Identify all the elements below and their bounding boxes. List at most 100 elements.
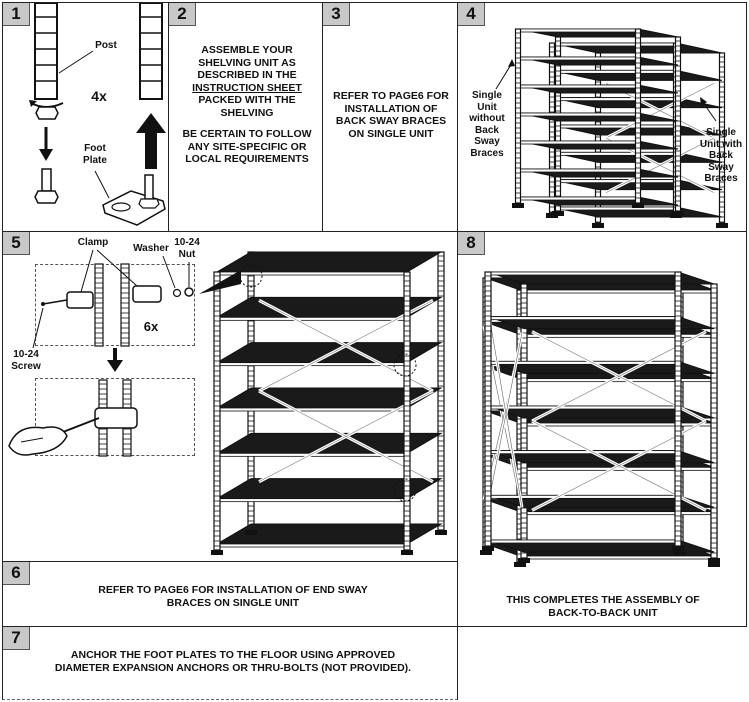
step-5-number: 5: [3, 232, 30, 255]
brace-edge: [605, 83, 715, 139]
shelf-front-lip: [216, 271, 408, 276]
foot-plate: [632, 203, 644, 208]
shelf-front-lip: [517, 84, 639, 89]
hand-icon: [8, 426, 68, 456]
clamp-location-callout: [239, 264, 263, 288]
step-8-instructions: THIS COMPLETES THE ASSEMBLY OF BACK-TO-B…: [462, 594, 744, 619]
label-pointer: [96, 249, 138, 287]
step-3-number: 3: [323, 3, 350, 26]
shelf-front-lip: [487, 494, 679, 499]
s2-line1: ASSEMBLE YOUR: [201, 44, 293, 56]
foot-plate-label: Foot Plate: [83, 143, 107, 166]
clamp-quantity-label: 6x: [143, 319, 159, 334]
shelf-front-lip: [519, 333, 715, 338]
shelf-front-lip: [517, 140, 639, 145]
s7-line1: ANCHOR THE FOOT PLATES TO THE FLOOR USIN…: [70, 649, 396, 661]
step-3-instructions: REFER TO PAGE6 FOR INSTALLATION OF BACK …: [325, 90, 457, 140]
shelf-post: [634, 28, 642, 204]
shelf-front-lip: [519, 555, 715, 560]
quantity-label: 4x: [91, 88, 107, 104]
step-8-panel: 8 THIS COMPLETES THE ASSEMBLY OF BACK-TO…: [457, 231, 747, 627]
clamp-left: [66, 291, 94, 309]
shelf-front-lip: [517, 112, 639, 117]
shelf-post: [120, 263, 130, 347]
pointer-arrowhead: [508, 59, 515, 67]
screwdriver-shaft: [62, 417, 100, 433]
detail-callout-pointer: [199, 270, 241, 294]
foot-plate: [401, 550, 413, 555]
shelf-post: [484, 271, 492, 547]
label-pointer: [495, 62, 513, 90]
s3-line4: ON SINGLE UNIT: [348, 127, 434, 140]
nut-label: 10-24 Nut: [174, 237, 200, 260]
shelf-front-lip: [551, 124, 677, 129]
screw-tighten-detail-box: [35, 378, 195, 456]
brace-edge: [605, 137, 715, 193]
pointer-arrowhead: [700, 97, 707, 106]
brace-edge: [489, 332, 523, 496]
foot-plate: [245, 530, 257, 535]
shelf-front-lip: [517, 196, 639, 201]
shelf-deck: [215, 251, 443, 273]
s3-line2: INSTALLATION OF: [344, 102, 438, 115]
clamp-right: [132, 285, 162, 303]
s3-line1: REFER TO PAGE6 FOR: [333, 90, 449, 102]
s2-line6: SHELVING: [220, 106, 274, 119]
foot-plate: [716, 223, 728, 228]
label-pointer: [162, 255, 176, 289]
shelf-front-lip: [551, 179, 677, 184]
s2-line9: LOCAL REQUIREMENTS: [185, 153, 309, 165]
shelf-front-lip: [216, 316, 408, 321]
shelf-front-lip: [216, 543, 408, 548]
s6-line1: REFER TO PAGE6 FOR INSTALLATION OF END S…: [98, 584, 368, 596]
shelf-front-lip: [551, 97, 677, 102]
step-7-number: 7: [3, 627, 30, 650]
foot-plate: [435, 530, 447, 535]
shelf-post: [94, 263, 104, 347]
clamp-location-callout: [393, 478, 417, 502]
completed-back-to-back-unit-illustration: [480, 271, 720, 567]
step-7-instructions: ANCHOR THE FOOT PLATES TO THE FLOOR USIN…: [11, 649, 455, 674]
shelf-post: [674, 271, 682, 547]
step-6-number: 6: [3, 562, 30, 585]
label-pointer: [80, 249, 94, 293]
foot-plate: [480, 550, 492, 555]
nut: [184, 287, 194, 297]
shelf-front-lip: [519, 289, 715, 294]
foot-plate: [708, 562, 720, 567]
s2-line5: PACKED WITH THE: [198, 94, 296, 106]
shelf-front-lip: [551, 151, 677, 156]
down-arrow-head: [107, 360, 123, 372]
s6-line2: BRACES ON SINGLE UNIT: [166, 596, 300, 609]
clamp-detail-box: [35, 264, 195, 346]
single-unit-with-braces-label: Single Unit with Back Sway Braces: [699, 127, 743, 184]
step-2-instructions: ASSEMBLE YOUR SHELVING UNIT AS DESCRIBED…: [177, 44, 317, 166]
shelf-front-lip: [551, 69, 677, 74]
clamp-assembled: [94, 407, 138, 429]
step-7-panel: 7 ANCHOR THE FOOT PLATES TO THE FLOOR US…: [2, 626, 458, 700]
step-8-number: 8: [458, 232, 485, 255]
screw: [42, 299, 68, 305]
step-4-number: 4: [458, 3, 485, 26]
shelf-front-lip: [517, 56, 639, 61]
post-foot-illustration: [29, 3, 166, 226]
shelf-front-lip: [519, 422, 715, 427]
foot-plate: [482, 546, 494, 551]
s2-line3: DESCRIBED IN THE: [197, 69, 297, 81]
back-to-back-shelving-illustration: [495, 28, 728, 228]
foot-plate: [552, 211, 564, 216]
shelf-post: [710, 283, 718, 559]
shelf-front-lip: [216, 498, 408, 503]
step-2-panel: 2 ASSEMBLE YOUR SHELVING UNIT AS DESCRIB…: [168, 2, 323, 232]
shelf-front-lip: [216, 407, 408, 412]
step-1-panel: 1 Pos: [2, 2, 169, 232]
screw-label: 10-24 Screw: [11, 349, 41, 372]
shelf-front-lip: [551, 42, 677, 47]
shelf-front-lip: [519, 511, 715, 516]
clamp-installation-illustration: [8, 249, 447, 555]
shelf-post: [674, 36, 682, 212]
shelf-front-lip: [517, 168, 639, 173]
shelf-front-lip: [517, 28, 639, 33]
single-unit-without-braces-label: Single Unit without Back Sway Braces: [469, 90, 505, 159]
s8-line2: BACK-TO-BACK UNIT: [548, 606, 658, 619]
